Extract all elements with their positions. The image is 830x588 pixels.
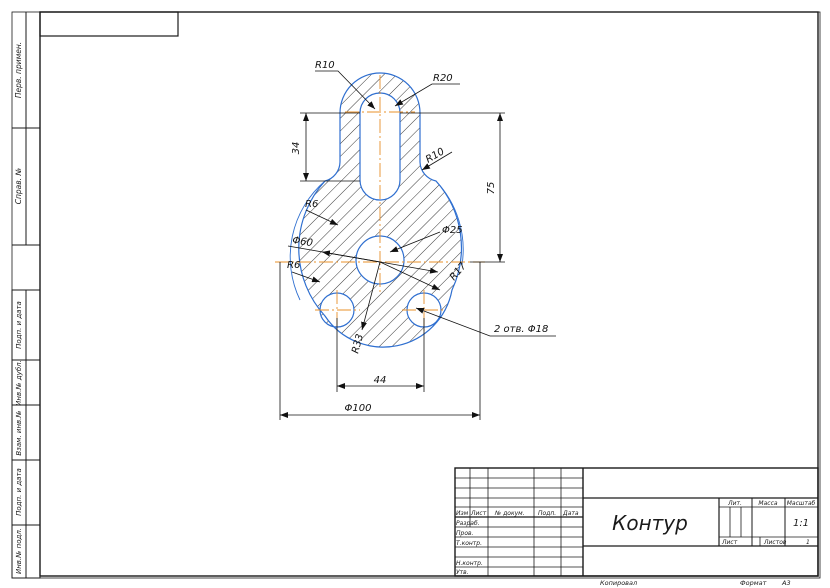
dim-r33: R33 bbox=[350, 333, 366, 355]
side-label-perv-primen: Перв. примен. bbox=[14, 42, 23, 98]
title-block-name: Контур bbox=[612, 511, 688, 535]
side-label-inv-dubl: Инв.№ дубл. bbox=[15, 360, 23, 406]
dim-44: 44 bbox=[374, 375, 387, 386]
side-label-sprav-no: Справ. № bbox=[14, 168, 23, 205]
tb-razrab: Разраб. bbox=[456, 520, 480, 527]
tb-data: Дата bbox=[562, 510, 579, 517]
tb-n-kontr: Н.контр. bbox=[456, 560, 483, 567]
tb-t-kontr: Т.контр. bbox=[456, 540, 482, 547]
dim-phi100: Φ100 bbox=[345, 403, 372, 414]
dim-phi60: Φ60 bbox=[292, 235, 314, 249]
tb-masshtab: Масштаб bbox=[787, 500, 816, 507]
dimension-lines bbox=[279, 70, 556, 420]
dim-r6-lower: R6 bbox=[287, 260, 300, 271]
dim-phi25: Φ25 bbox=[442, 225, 463, 236]
title-block-texts: Контур Изм Лист № докум. Подп. Дата Разр… bbox=[456, 500, 816, 587]
tb-prov: Пров. bbox=[456, 530, 474, 537]
tb-utv: Утв. bbox=[456, 569, 469, 576]
dim-r20: R20 bbox=[433, 73, 453, 84]
side-label-podp-data-1: Подп. и дата bbox=[15, 301, 23, 349]
outer-construction-arc bbox=[289, 180, 326, 301]
tb-kopiroval: Копировал bbox=[600, 579, 637, 587]
tb-sheet-label: Лист bbox=[721, 539, 738, 546]
tb-sheets-value: 1 bbox=[806, 539, 810, 546]
dim-r10-top: R10 bbox=[315, 60, 335, 71]
side-label-vzam-inv: Взам. инв.№ bbox=[15, 410, 23, 455]
outer-construction-arc-right bbox=[435, 180, 464, 266]
tb-sheets-label: Листов bbox=[763, 539, 787, 546]
tb-doc-no: № докум. bbox=[494, 510, 525, 517]
side-label-inv-podl: Инв.№ подл. bbox=[15, 528, 23, 574]
side-labels: Перв. примен. Справ. № Подп. и дата Инв.… bbox=[14, 42, 23, 574]
dim-75: 75 bbox=[486, 182, 497, 195]
side-strip bbox=[11, 12, 41, 579]
part-contour bbox=[289, 72, 464, 348]
tb-format-label: Формат bbox=[740, 579, 767, 587]
dim-r10-side: R10 bbox=[424, 146, 447, 165]
dim-holes: 2 отв. Φ18 bbox=[494, 324, 548, 335]
tb-lit: Лит. bbox=[727, 500, 742, 507]
dim-34: 34 bbox=[291, 142, 302, 155]
tb-list: Лист bbox=[470, 510, 487, 517]
tb-massa: Масса bbox=[758, 500, 777, 507]
tb-izm: Изм bbox=[456, 510, 469, 517]
tb-format-value: A3 bbox=[781, 579, 791, 587]
side-label-podp-data-2: Подп. и дата bbox=[15, 468, 23, 516]
title-block bbox=[454, 467, 819, 577]
dim-r6-upper: R6 bbox=[305, 199, 318, 210]
tb-podp: Подп. bbox=[538, 510, 556, 517]
tb-scale-value: 1:1 bbox=[793, 518, 809, 529]
